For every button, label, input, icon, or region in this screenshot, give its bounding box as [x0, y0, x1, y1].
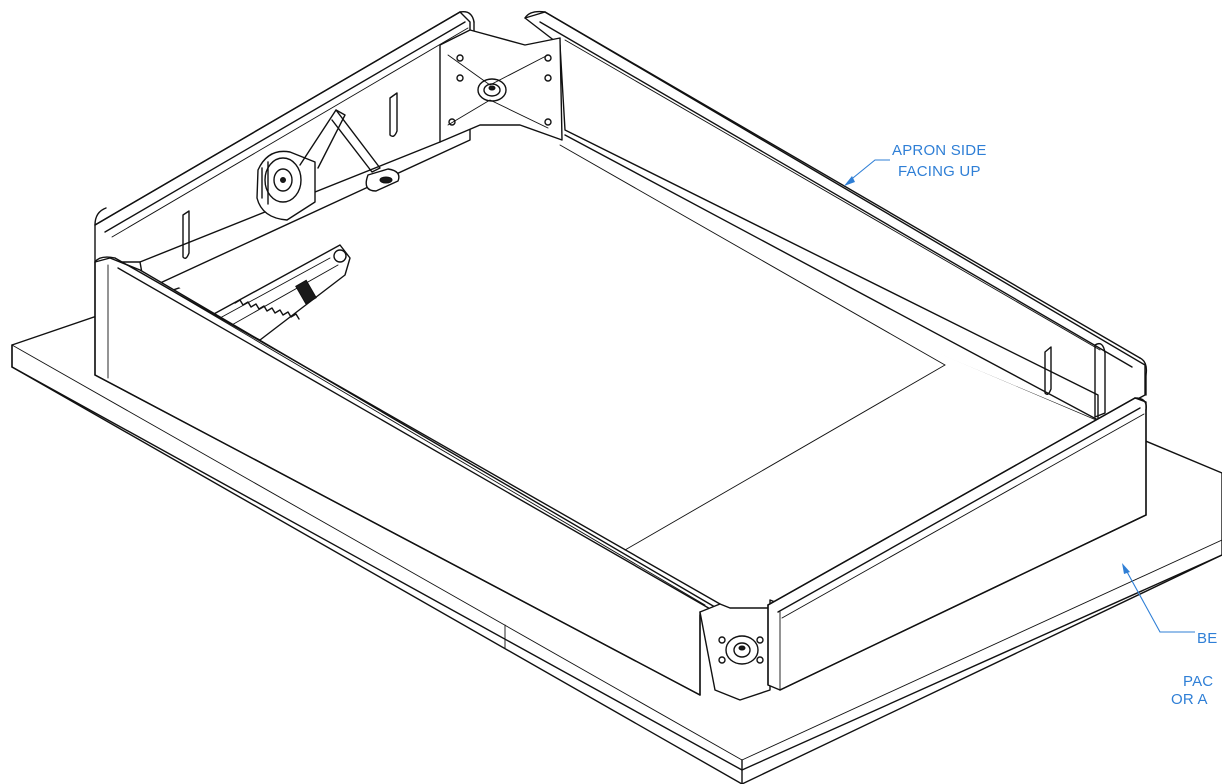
callout-apron-side-line1: APRON SIDE [892, 142, 987, 159]
callout-bottom-right-line2: PAC [1183, 673, 1213, 690]
apron-wall-front-right [767, 397, 1147, 691]
callout-apron-side-leader [844, 159, 890, 186]
tray-floor [175, 140, 1095, 610]
callout-apron-side-line2: FACING UP [898, 163, 981, 180]
callout-bottom-right-line1: BE [1197, 630, 1217, 647]
callout-bottom-right-leader [1122, 563, 1195, 633]
corner-bracket-top [439, 29, 563, 143]
gear-rack [211, 244, 351, 341]
hinge-strut [256, 109, 400, 221]
callout-bottom-right-line3: OR A [1171, 691, 1208, 708]
